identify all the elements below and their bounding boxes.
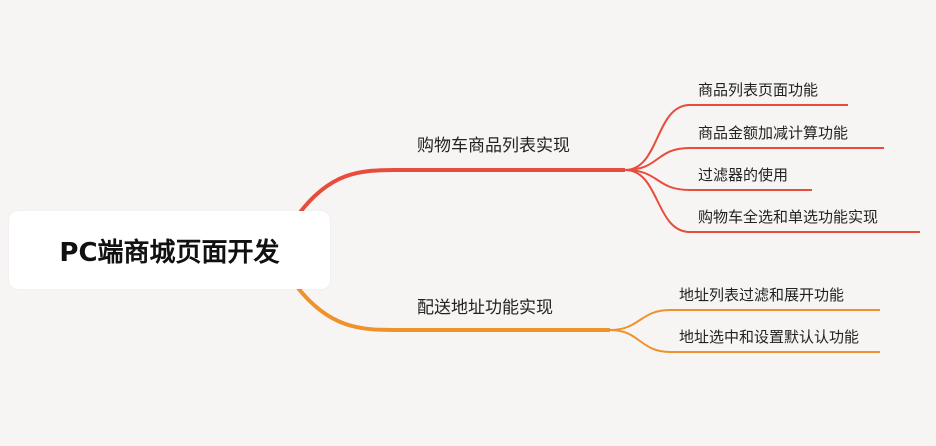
connector-branch-1-leaf-3 xyxy=(624,169,812,191)
connector-branch-1-leaf-2 xyxy=(624,147,884,171)
leaf-2-2-label: 地址选中和设置默认认功能 xyxy=(679,328,860,346)
branch-1-label: 购物车商品列表实现 xyxy=(417,136,570,156)
leaf-2-1-label: 地址列表过滤和展开功能 xyxy=(679,286,845,304)
root-label: PC端商城页面开发 xyxy=(59,237,280,268)
leaf-1-3-label: 过滤器的使用 xyxy=(698,166,789,184)
connector-branch-1-leaf-4 xyxy=(624,169,920,233)
root-node: PC端商城页面开发 xyxy=(9,211,330,289)
leaf-1-4-label: 购物车全选和单选功能实现 xyxy=(698,208,879,226)
leaf-1-2-label: 商品金额加减计算功能 xyxy=(698,124,849,142)
branch-2-label: 配送地址功能实现 xyxy=(417,298,553,318)
connector-branch-1-leaf-1 xyxy=(624,104,848,171)
connector-branch-2-leaf-2 xyxy=(609,329,880,353)
connector-root-branch-1 xyxy=(296,168,625,217)
connector-branch-2-leaf-1 xyxy=(609,309,880,331)
leaf-1-1-label: 商品列表页面功能 xyxy=(698,81,819,99)
connector-root-branch-2 xyxy=(296,286,610,332)
